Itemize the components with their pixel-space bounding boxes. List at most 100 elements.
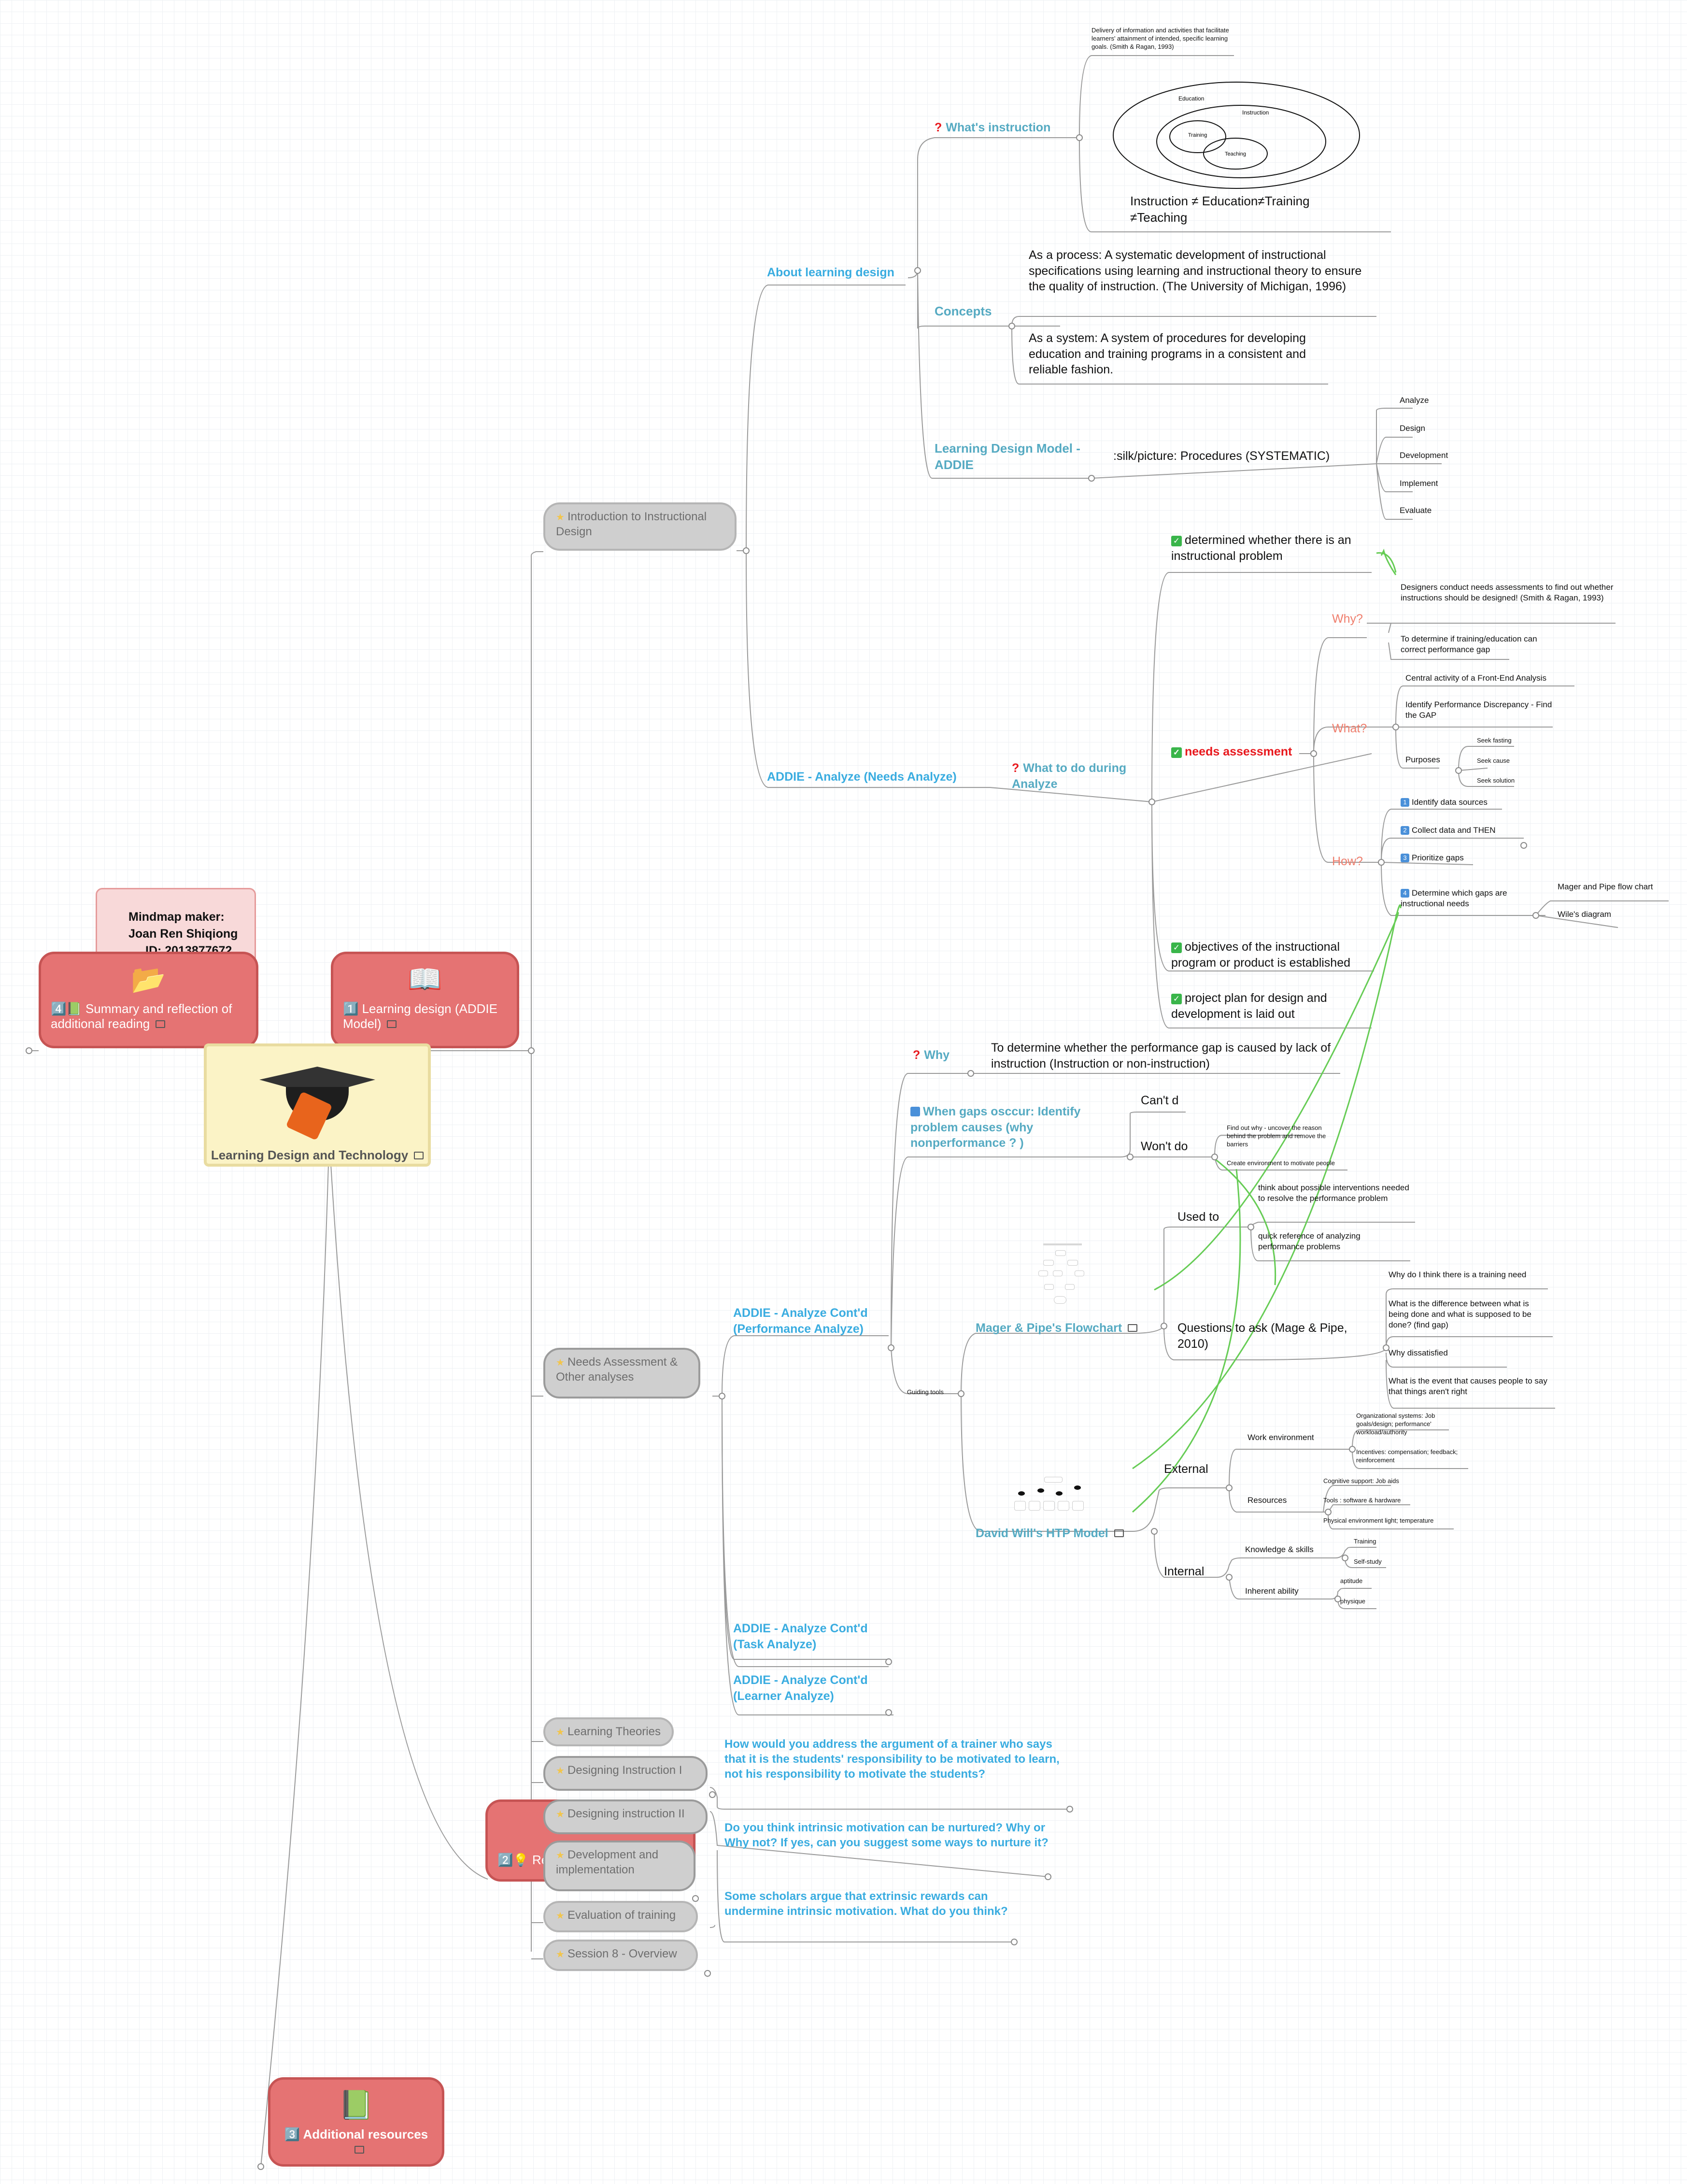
inherent-1: aptitude <box>1340 1577 1363 1584</box>
wont-do: Won't do <box>1141 1140 1188 1153</box>
what-todo-label: What to do during Analyze <box>1012 761 1127 791</box>
wont-item-1: Find out why - uncover the reason behind… <box>1227 1124 1326 1148</box>
session-theories-label: Learning Theories <box>567 1725 661 1738</box>
perf-why[interactable]: ?Why <box>913 1047 950 1063</box>
knowledge-1: Training <box>1354 1538 1376 1545</box>
neq-label: Instruction ≠ Education≠Training ≠Teachi… <box>1130 194 1310 225</box>
cant-do: Can't d <box>1141 1094 1179 1107</box>
addie-step-design: Design <box>1400 424 1425 433</box>
check-icon: ✓ <box>1171 536 1182 546</box>
project-plan-label: project plan for design and development … <box>1171 991 1327 1021</box>
star-icon: ★ <box>556 1809 565 1820</box>
resource-1: Cognitive support: Job aids <box>1323 1477 1399 1485</box>
question-block-3: Some scholars argue that extrinsic rewar… <box>724 1890 1008 1918</box>
session-needs-label: Needs Assessment & Other analyses <box>556 1356 678 1384</box>
perf-why-label: Why <box>924 1048 950 1062</box>
htp-model-label: David Will's HTP Model <box>976 1527 1108 1540</box>
why-node[interactable]: Why? <box>1332 612 1363 626</box>
project-plan-item: ✓project plan for design and development… <box>1171 990 1364 1022</box>
what-node[interactable]: What? <box>1332 722 1367 735</box>
graduation-cap-icon <box>259 1058 375 1141</box>
session-intro[interactable]: ★Introduction to Instructional Design <box>543 502 737 551</box>
objectives-item: ✓objectives of the instructional program… <box>1171 939 1374 971</box>
session-theories[interactable]: ★Learning Theories <box>543 1717 674 1746</box>
addie-analyze[interactable]: ADDIE - Analyze (Needs Analyze) <box>767 770 957 784</box>
summary-label: 4️⃣📗 Summary and reflection of additiona… <box>51 1001 232 1031</box>
when-gaps[interactable]: When gaps osccur: Identify problem cause… <box>910 1104 1099 1151</box>
resources: Resources <box>1248 1496 1287 1505</box>
addie-step-implement: Implement <box>1400 479 1438 488</box>
question-icon: ? <box>913 1048 921 1062</box>
question-4: What is the event that causes people to … <box>1389 1376 1547 1397</box>
work-item-2: Incentives: compensation; feedback; rein… <box>1356 1448 1458 1464</box>
session-needs[interactable]: ★Needs Assessment & Other analyses <box>543 1348 700 1399</box>
star-icon: ★ <box>556 512 565 523</box>
what-item-2: Identify Performance Discrepancy - Find … <box>1405 700 1552 720</box>
task-analyze[interactable]: ADDIE - Analyze Cont'd (Task Analyze) <box>733 1622 868 1651</box>
star-icon: ★ <box>556 1850 565 1861</box>
procedures: :silk/picture: Procedures (SYSTEMATIC) <box>1113 449 1330 463</box>
questions-to-ask: Questions to ask (Mage & Pipe, 2010) <box>1177 1321 1347 1351</box>
whats-instruction[interactable]: ?What's instruction <box>935 120 1050 136</box>
num-icon: 4 <box>1401 889 1409 898</box>
mager-flowchart-thumbnail <box>1034 1241 1092 1313</box>
perf-why-text: To determine whether the performance gap… <box>991 1041 1331 1071</box>
mager-pipe-flowchart[interactable]: Mager & Pipe's Flowchart <box>976 1320 1138 1336</box>
learner-analyze[interactable]: ADDIE - Analyze Cont'd (Learner Analyze) <box>733 1673 868 1703</box>
how-node[interactable]: How? <box>1332 855 1363 868</box>
session-design1[interactable]: ★Designing Instruction I <box>543 1756 708 1791</box>
performance-analyze[interactable]: ADDIE - Analyze Cont'd (Performance Anal… <box>733 1306 868 1336</box>
knowledge-skills: Knowledge & skills <box>1245 1545 1314 1554</box>
htp-model[interactable]: David Will's HTP Model <box>976 1526 1124 1542</box>
session-design1-label: Designing Instruction I <box>567 1764 682 1777</box>
work-environment: Work environment <box>1248 1433 1314 1442</box>
how-item-3-label: Prioritize gaps <box>1412 853 1464 862</box>
learning-design-node[interactable]: 📖 1️⃣ Learning design (ADDIE Model) <box>331 952 519 1048</box>
htp-model-thumbnail <box>1014 1476 1092 1514</box>
note-icon <box>354 2146 364 2154</box>
concepts[interactable]: Concepts <box>935 304 992 318</box>
venn-instruction: Instruction <box>1242 109 1269 116</box>
why-item-1: Designers conduct needs assessments to f… <box>1401 583 1614 603</box>
process-text: As a process: A systematic development o… <box>1029 248 1362 293</box>
star-icon: ★ <box>556 1357 565 1368</box>
about-learning-design[interactable]: About learning design <box>767 266 894 279</box>
guiding-tools: Guiding tools <box>907 1388 944 1396</box>
purpose-3: Seek solution <box>1477 777 1515 784</box>
what-item-1: Central activity of a Front-End Analysis <box>1405 673 1546 683</box>
how-item-4-label: Determine which gaps are instructional n… <box>1401 888 1507 909</box>
check-icon: ✓ <box>1171 994 1182 1004</box>
root-node[interactable]: Learning Design and Technology <box>204 1043 431 1167</box>
star-icon: ★ <box>556 1949 565 1960</box>
summary-node[interactable]: 📂 4️⃣📗 Summary and reflection of additio… <box>39 952 258 1048</box>
system-text: As a system: A system of procedures for … <box>1029 331 1306 376</box>
neq-text: Instruction ≠ Education≠Training ≠Teachi… <box>1130 193 1333 226</box>
learning-design-label: 1️⃣ Learning design (ADDIE Model) <box>343 1001 497 1031</box>
what-todo[interactable]: ?What to do during Analyze <box>1012 760 1142 792</box>
question-block-1: How would you address the argument of a … <box>724 1738 1060 1781</box>
star-icon: ★ <box>556 1727 565 1738</box>
session-8[interactable]: ★Session 8 - Overview <box>543 1940 698 1971</box>
addie-model[interactable]: Learning Design Model - ADDIE <box>935 441 1080 472</box>
address-book-icon: 📗 <box>339 2089 374 2121</box>
question-icon: ? <box>935 121 942 134</box>
num-icon: 2 <box>1401 826 1409 835</box>
needs-assessment[interactable]: ✓needs assessment <box>1171 744 1292 760</box>
objectives-label: objectives of the instructional program … <box>1171 940 1351 970</box>
addie-step-evaluate: Evaluate <box>1400 506 1432 515</box>
inherent-2: physique <box>1340 1598 1366 1605</box>
note-icon <box>156 1020 166 1028</box>
root-label: Learning Design and Technology <box>211 1148 409 1162</box>
additional-resources-node[interactable]: 📗 3️⃣ Additional resources <box>268 2077 444 2167</box>
used-item-2: quick reference of analyzing performance… <box>1258 1231 1361 1252</box>
used-item-1: think about possible interventions neede… <box>1258 1183 1409 1203</box>
delivery-text: Delivery of information and activities t… <box>1092 27 1229 50</box>
external: External <box>1164 1462 1208 1476</box>
session-devimpl[interactable]: ★Development and implementation <box>543 1841 695 1891</box>
num-icon: 1 <box>1401 798 1409 807</box>
session-design2[interactable]: ★Designing instruction II <box>543 1799 708 1834</box>
session-evaluation[interactable]: ★Evaluation of training <box>543 1901 698 1932</box>
purpose-1: Seek fasting <box>1477 737 1512 744</box>
